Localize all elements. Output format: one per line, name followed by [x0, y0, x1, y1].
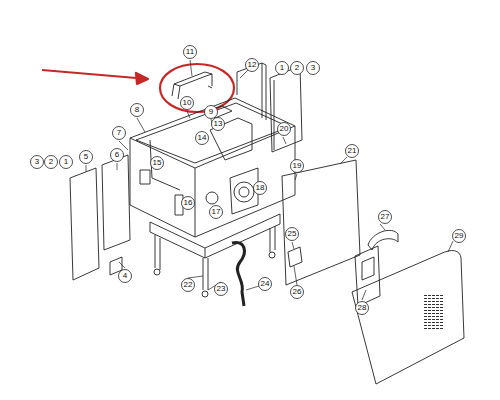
callout-number: 7: [117, 129, 121, 137]
base-frame: [150, 214, 280, 290]
callout-circle: [215, 283, 228, 296]
callout-number: 22: [184, 281, 193, 289]
callout-circle: [259, 278, 272, 291]
callout-number: 24: [261, 280, 270, 288]
callout-number: 21: [348, 147, 357, 155]
handle-part: [172, 72, 212, 99]
callout-number: 2: [295, 64, 299, 72]
callout-circle: [212, 118, 225, 131]
callout-circle: [254, 182, 267, 195]
callout-number: 11: [186, 48, 194, 56]
callout-circle: [119, 270, 132, 283]
callout-number: 13: [214, 120, 223, 128]
callout-circle: [60, 156, 73, 169]
vent-grille: [424, 295, 444, 331]
callout-number: 5: [84, 153, 88, 161]
callout-circle: [291, 160, 304, 173]
front-panel: [352, 251, 464, 384]
callout-circle: [278, 123, 291, 136]
callout-number: 1: [280, 64, 284, 72]
callout-number: 29: [455, 232, 464, 240]
side-panel: [102, 155, 130, 275]
callout-number: 18: [256, 184, 265, 192]
callout-circle: [346, 145, 359, 158]
callout-number: 23: [217, 285, 226, 293]
callout-circle: [286, 228, 299, 241]
side-panel: [270, 66, 302, 152]
callout-number: 3: [35, 158, 39, 166]
callout-number: 28: [358, 304, 367, 312]
bracket-part: [368, 230, 398, 250]
callout-circle: [131, 104, 144, 117]
callout-circle: [291, 286, 304, 299]
motor-part: [239, 187, 249, 197]
callout-circle: [184, 46, 197, 59]
cabinet-inner: [150, 106, 258, 214]
knob-part: [206, 192, 218, 204]
callout-number: 12: [248, 61, 257, 69]
callout-circle: [151, 157, 164, 170]
callout-circle: [45, 156, 58, 169]
callout-circle: [276, 62, 289, 75]
callout-circle: [453, 230, 466, 243]
callout-circle: [31, 156, 44, 169]
callout-circle: [246, 59, 259, 72]
callout-circle: [307, 62, 320, 75]
side-panel: [282, 160, 360, 285]
foot-part: [202, 291, 208, 297]
callout-circle: [182, 197, 195, 210]
callout-circle: [291, 62, 304, 75]
callout-number: 6: [115, 151, 119, 159]
foot-part: [154, 269, 160, 275]
callout-number: 8: [135, 106, 139, 114]
callout-number: 27: [381, 213, 390, 221]
callout-circle: [210, 206, 223, 219]
fitting-part: [288, 247, 302, 267]
callout-number: 1: [64, 158, 68, 166]
callout-number: 20: [280, 125, 289, 133]
foot-part: [269, 252, 275, 258]
callout-number: 16: [184, 199, 193, 207]
callout-circle: [111, 149, 124, 162]
callout-number: 3: [311, 64, 315, 72]
bracket-part: [355, 246, 380, 306]
callout-circle: [181, 97, 194, 110]
leader-line: [86, 60, 453, 300]
callout-circle: [182, 279, 195, 292]
callout-number: 14: [198, 134, 207, 142]
callout-circle: [113, 127, 126, 140]
callout-number: 9: [209, 108, 213, 116]
callout-number: 15: [153, 159, 162, 167]
bracket-part: [140, 170, 150, 184]
callout-circle: [80, 151, 93, 164]
callout-number: 19: [293, 162, 302, 170]
side-panel: [70, 168, 99, 280]
callout-circle: [379, 211, 392, 224]
callout-number: 25: [288, 230, 297, 238]
callout-number: 4: [123, 272, 127, 280]
drain-hose: [232, 243, 244, 306]
callout-number: 26: [293, 288, 302, 296]
motor-part: [234, 182, 254, 202]
cabinet-body: [130, 126, 295, 237]
callout-number: 2: [49, 158, 53, 166]
callout-number: 10: [183, 99, 192, 107]
callout-circle: [205, 106, 218, 119]
callout-circle: [196, 132, 209, 145]
callout-number: 17: [212, 208, 221, 216]
callout-circle: [356, 302, 369, 315]
